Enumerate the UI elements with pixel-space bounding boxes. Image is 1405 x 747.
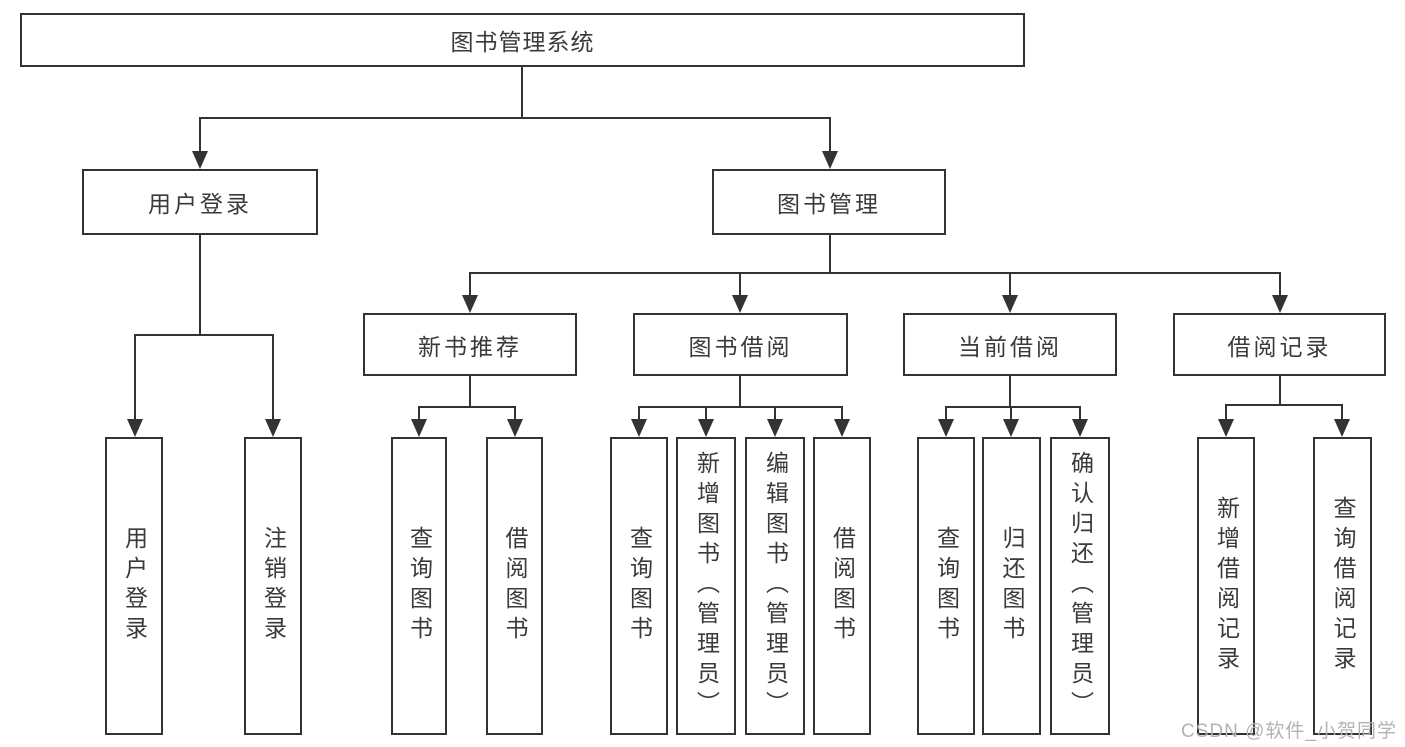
node-label: 借阅图书 (829, 526, 856, 646)
node-new-book-recommend: 新书推荐 (363, 313, 577, 376)
node-label: 用户登录 (148, 191, 252, 217)
connector-line (418, 406, 420, 423)
connector-line (1079, 406, 1081, 423)
node-label: 编辑图书（管理员） (762, 451, 789, 721)
node-label: 查询图书 (933, 526, 960, 646)
node-library-management-system: 图书管理系统 (20, 13, 1025, 67)
node-label: 查询图书 (626, 526, 653, 646)
connector-line (1279, 272, 1281, 299)
leaf-add-book-admin: 新增图书（管理员） (676, 437, 736, 735)
arrowhead (698, 419, 714, 437)
leaf-add-borrow-record: 新增借阅记录 (1197, 437, 1255, 735)
arrowhead (411, 419, 427, 437)
connector-line (739, 374, 741, 408)
node-label: 借阅图书 (502, 526, 528, 646)
connector-line (945, 406, 947, 423)
connector-line (1009, 272, 1011, 299)
connector-line (134, 334, 274, 336)
node-label: 确认归还（管理员） (1067, 451, 1094, 721)
connector-line (199, 117, 201, 155)
leaf-query-books-current: 查询图书 (917, 437, 975, 735)
arrowhead (1072, 419, 1088, 437)
connector-line (469, 374, 471, 408)
connector-line (1010, 406, 1012, 423)
arrowhead (462, 295, 478, 313)
leaf-query-books-borrowing: 查询图书 (610, 437, 668, 735)
connector-line (469, 272, 1281, 274)
arrowhead (507, 419, 523, 437)
node-label: 新书推荐 (418, 333, 522, 360)
node-book-borrowing: 图书借阅 (633, 313, 848, 376)
leaf-return-book: 归还图书 (982, 437, 1041, 735)
connector-line (705, 406, 707, 423)
watermark: CSDN @软件_小贺同学 (1181, 721, 1397, 742)
connector-line (829, 117, 831, 155)
node-current-borrowing: 当前借阅 (903, 313, 1117, 376)
connector-line (272, 334, 274, 423)
connector-line (1279, 374, 1281, 406)
node-label: 借阅记录 (1227, 333, 1332, 360)
node-label: 当前借阅 (958, 333, 1062, 360)
connector-line (199, 117, 831, 119)
leaf-logout: 注销登录 (244, 437, 302, 735)
connector-line (829, 233, 831, 274)
arrowhead (834, 419, 850, 437)
node-label: 图书借阅 (688, 333, 793, 360)
connector-line (945, 406, 1081, 408)
connector-line (199, 233, 201, 336)
arrowhead (1218, 419, 1234, 437)
connector-line (521, 67, 523, 119)
node-label: 归还图书 (999, 526, 1025, 646)
leaf-user-login: 用户登录 (105, 437, 163, 735)
node-book-management: 图书管理 (712, 169, 946, 235)
arrowhead (1272, 295, 1288, 313)
node-label: 图书管理 (777, 191, 881, 217)
connector-line (514, 406, 516, 423)
node-label: 用户登录 (121, 526, 148, 646)
arrowhead (767, 419, 783, 437)
connector-line (1225, 404, 1227, 423)
connector-line (1225, 404, 1343, 406)
node-borrowing-records: 借阅记录 (1173, 313, 1386, 376)
node-label: 新增图书（管理员） (693, 451, 720, 721)
connector-line (739, 272, 741, 299)
connector-line (638, 406, 640, 423)
leaf-borrow-books-borrowing: 借阅图书 (813, 437, 871, 735)
connector-line (1341, 404, 1343, 423)
node-label: 查询借阅记录 (1330, 496, 1356, 676)
leaf-query-books-recommend: 查询图书 (391, 437, 447, 735)
node-label: 新增借阅记录 (1213, 496, 1240, 676)
node-user-login: 用户登录 (82, 169, 318, 235)
leaf-borrow-books-recommend: 借阅图书 (486, 437, 543, 735)
arrowhead (631, 419, 647, 437)
arrowhead (192, 151, 208, 169)
arrowhead (265, 419, 281, 437)
arrowhead (127, 419, 143, 437)
leaf-query-borrow-record: 查询借阅记录 (1313, 437, 1372, 735)
connector-line (134, 334, 136, 423)
node-label: 查询图书 (406, 526, 433, 646)
leaf-confirm-return-admin: 确认归还（管理员） (1050, 437, 1110, 735)
arrowhead (1002, 295, 1018, 313)
connector-line (418, 406, 516, 408)
connector-line (774, 406, 776, 423)
arrowhead (1003, 419, 1019, 437)
node-label: 注销登录 (260, 526, 287, 646)
arrowhead (732, 295, 748, 313)
connector-line (638, 406, 843, 408)
arrowhead (938, 419, 954, 437)
arrowhead (1334, 419, 1350, 437)
connector-line (841, 406, 843, 423)
arrowhead (822, 151, 838, 169)
connector-line (469, 272, 471, 299)
leaf-edit-book-admin: 编辑图书（管理员） (745, 437, 805, 735)
node-label: 图书管理系统 (450, 29, 595, 55)
connector-line (1009, 374, 1011, 408)
